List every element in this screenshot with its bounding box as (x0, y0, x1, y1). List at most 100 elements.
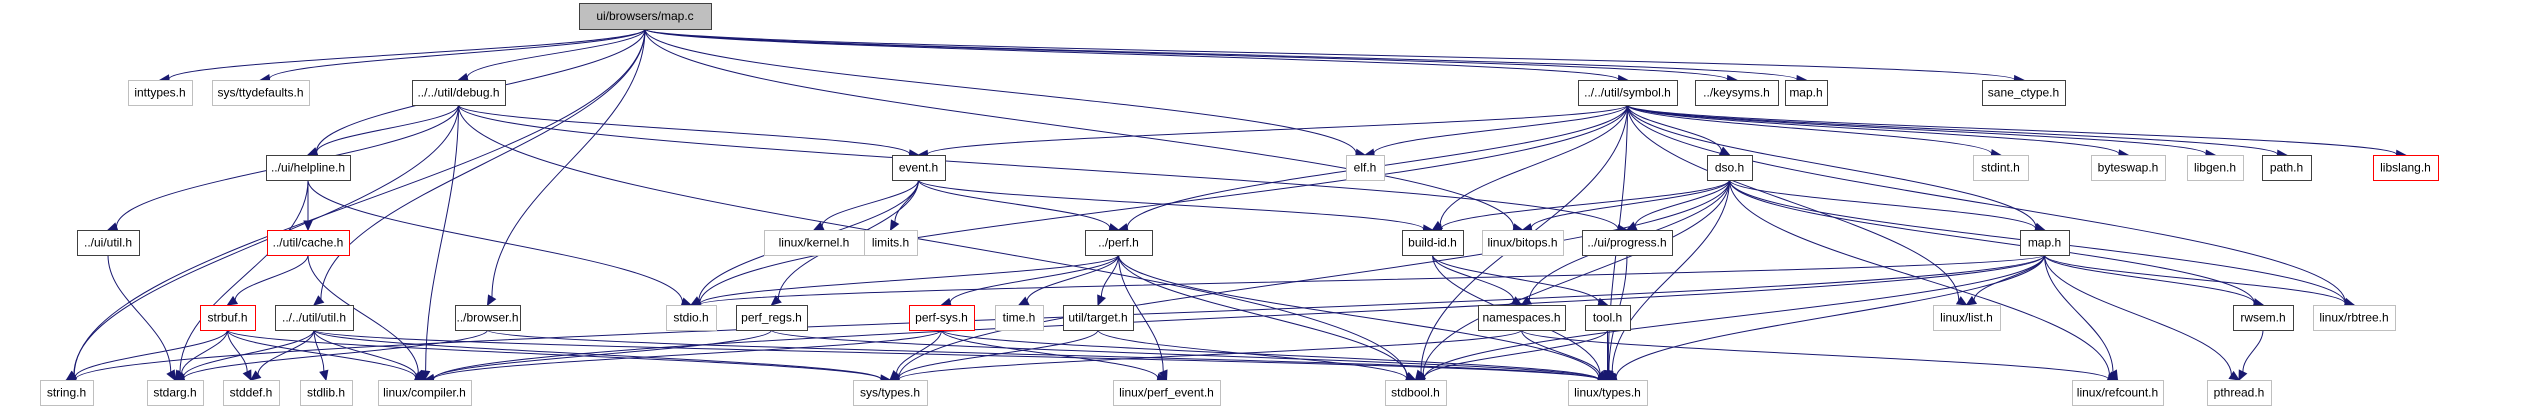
node-path-h[interactable]: path.h (2262, 155, 2312, 181)
node-linux-bitops-h: linux/bitops.h (1482, 230, 1564, 256)
node-event-h[interactable]: event.h (892, 155, 946, 181)
edge-util-to-types (313, 329, 1609, 385)
node-label: ui/browsers/map.c (596, 9, 693, 23)
node-ui-progress-h[interactable]: ../ui/progress.h (1582, 230, 1673, 256)
node-label: linux/bitops.h (1487, 236, 1557, 250)
node-box (2091, 155, 2166, 181)
node-util-cache-h[interactable]: ../util/cache.h (267, 230, 350, 256)
node-box (909, 305, 975, 331)
edge-strbuf-to-string (65, 329, 228, 382)
node-browser-h[interactable]: ../browser.h (455, 305, 521, 331)
edge-symbol-to-list (1627, 104, 1968, 306)
node-label: ../../util/util.h (282, 311, 346, 325)
arrowhead-icon (1097, 294, 1107, 307)
edge-perfsys-to-compiler (423, 329, 942, 384)
node-box (378, 380, 472, 406)
node-ui-util-h[interactable]: ../ui/util.h (77, 230, 140, 256)
node-inttypes-h: inttypes.h (128, 80, 193, 106)
node-box (1578, 80, 1678, 106)
node-box (864, 230, 918, 256)
edge-map-to-refcount (2044, 254, 2119, 382)
node-sys-types-h: sys/types.h (853, 380, 928, 406)
node-map-h[interactable]: map.h (1785, 80, 1828, 106)
edge-util-to-compiler (313, 329, 426, 381)
node-perf-sys-h[interactable]: perf-sys.h (909, 305, 975, 331)
node-rwsem-h[interactable]: rwsem.h (2233, 305, 2294, 331)
node-label: dso.h (1715, 161, 1744, 175)
node-box (147, 380, 204, 406)
node-box (892, 155, 946, 181)
node-box (275, 305, 354, 331)
edge-dso-to-rwsem (1729, 179, 2265, 308)
node-util-util-h[interactable]: ../../util/util.h (275, 305, 354, 331)
node-label: linux/types.h (1574, 386, 1641, 400)
node-label: perf-sys.h (915, 311, 968, 325)
node-label: ../ui/helpline.h (271, 161, 345, 175)
node-perf-regs-h[interactable]: perf_regs.h (736, 305, 808, 331)
node-label: rwsem.h (2240, 311, 2285, 325)
node-tool-h[interactable]: tool.h (1585, 305, 1631, 331)
node-label: map.h (2028, 236, 2061, 250)
arrowhead-icon (313, 295, 325, 306)
node-label: util/target.h (1068, 311, 1127, 325)
node-label: inttypes.h (134, 86, 185, 100)
arrowhead-icon (2238, 369, 2248, 382)
edge-dso-to-bitops (1521, 179, 1730, 233)
arrowhead-icon (1965, 295, 1978, 306)
node-label: linux/perf_event.h (1119, 386, 1214, 400)
arrowhead-icon (1955, 296, 1968, 306)
edge-dso-to-refcount (1729, 179, 2119, 381)
edge-symbol-to-buildid (1431, 104, 1628, 231)
node-ui-browsers-map-c[interactable]: ui/browsers/map.c (579, 3, 712, 30)
node-label: ../keysyms.h (1703, 86, 1770, 100)
node-box (455, 305, 521, 331)
node-box (212, 80, 310, 106)
node-keysyms-h[interactable]: ../keysyms.h (1695, 80, 1779, 106)
node-sane-ctype-h[interactable]: sane_ctype.h (1982, 80, 2066, 106)
node-dso-h[interactable]: dso.h (1707, 155, 1753, 181)
edge-helpline-to-stdarg (174, 179, 309, 382)
node-namespaces-h[interactable]: namespaces.h (1478, 305, 1566, 331)
edge-root-to-inttypes (158, 28, 646, 84)
node-box (412, 80, 506, 106)
edge-symbol-to-libslang (1627, 104, 2407, 160)
node-strbuf-h[interactable]: strbuf.h (200, 305, 256, 331)
node-util-target-h[interactable]: util/target.h (1063, 305, 1134, 331)
node-box (266, 155, 351, 181)
arrowhead-icon (319, 369, 329, 382)
edge-dso-to-buildid (1431, 179, 1730, 234)
node-box (1568, 380, 1648, 406)
node-box (1785, 80, 1828, 106)
node-box (2072, 380, 2164, 406)
node-linux-refcount-h: linux/refcount.h (2072, 380, 2164, 406)
node-label: map.h (1789, 86, 1822, 100)
node-linux-types-h: linux/types.h (1568, 380, 1648, 406)
node-box (1085, 230, 1153, 256)
arrowhead-icon (1596, 371, 1609, 381)
node-box (300, 380, 353, 406)
node-libslang-h[interactable]: libslang.h (2373, 155, 2439, 181)
node-box (1982, 80, 2066, 106)
node-box (1585, 305, 1631, 331)
node-util-symbol-h[interactable]: ../../util/symbol.h (1578, 80, 1678, 106)
edge-dso-to-stdbool (1414, 179, 1730, 381)
node-ui-helpline-h[interactable]: ../ui/helpline.h (266, 155, 351, 181)
node-label: path.h (2270, 161, 2303, 175)
edge-symbol-to-dso (1627, 104, 1731, 156)
node-label: pthread.h (2214, 386, 2265, 400)
edge-perf-to-perfsys (940, 254, 1119, 308)
node-label: ../../util/symbol.h (1584, 86, 1671, 100)
node-stdlib-h: stdlib.h (300, 380, 353, 406)
node-util-debug-h[interactable]: ../../util/debug.h (412, 80, 506, 106)
arrowhead-icon (812, 221, 825, 231)
node-perf-h[interactable]: ../perf.h (1085, 230, 1153, 256)
edge-event-to-buildid (918, 179, 1434, 234)
node-box (1707, 155, 1753, 181)
node-map-h[interactable]: map.h (2020, 230, 2070, 256)
node-stdio-h: stdio.h (666, 305, 717, 331)
node-build-id-h[interactable]: build-id.h (1402, 230, 1464, 256)
node-label: string.h (47, 386, 86, 400)
arrowhead-icon (889, 219, 900, 232)
